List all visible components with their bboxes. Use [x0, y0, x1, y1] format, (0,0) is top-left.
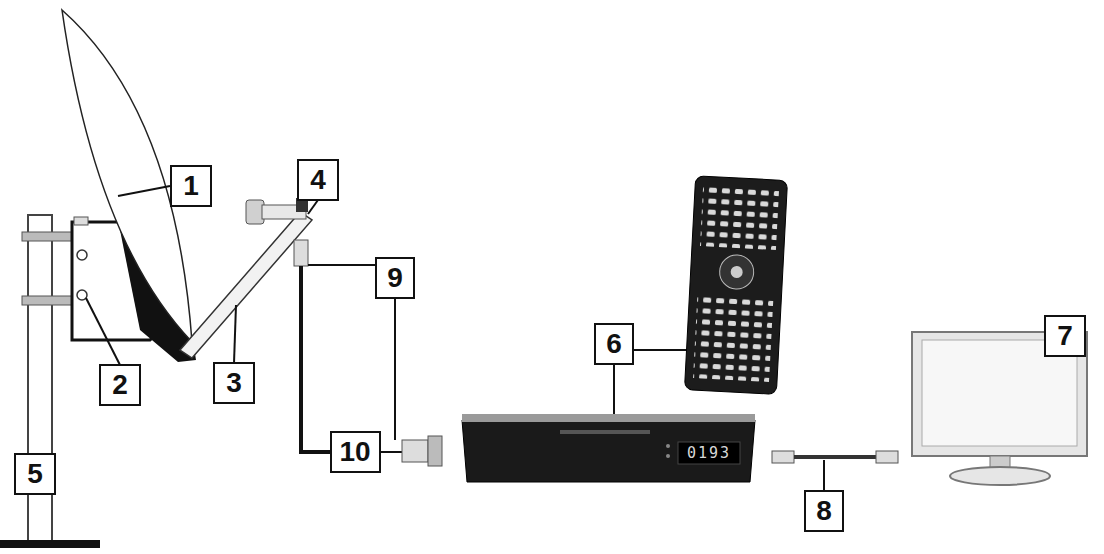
callout-number: 6 [606, 330, 622, 358]
callout-number: 2 [112, 371, 128, 399]
callout-box: 5 [14, 453, 56, 495]
callout-number: 5 [27, 460, 43, 488]
lnb [246, 198, 308, 224]
callout-box: 3 [213, 362, 255, 404]
callout-box: 7 [1044, 315, 1086, 357]
callout-number: 9 [387, 264, 403, 292]
hdmi-cable [772, 451, 898, 463]
remote-control [684, 176, 787, 395]
callout-number: 3 [226, 369, 242, 397]
lnb-arm [180, 212, 312, 358]
receiver [462, 414, 755, 482]
callout-box: 9 [375, 257, 415, 299]
display-digits: 0193 [687, 444, 731, 462]
callout-box: 8 [804, 490, 844, 532]
callout-number: 4 [310, 166, 326, 194]
leader-lines [86, 186, 1044, 491]
callout-number: 7 [1057, 322, 1073, 350]
callout-box: 1 [170, 165, 212, 207]
callout-box: 2 [99, 364, 141, 406]
callout-number: 1 [183, 172, 199, 200]
callout-number: 8 [816, 497, 832, 525]
callout-box: 10 [330, 431, 381, 473]
callout-number: 10 [339, 438, 370, 466]
callout-box: 4 [297, 159, 339, 201]
callout-box: 6 [594, 323, 634, 365]
